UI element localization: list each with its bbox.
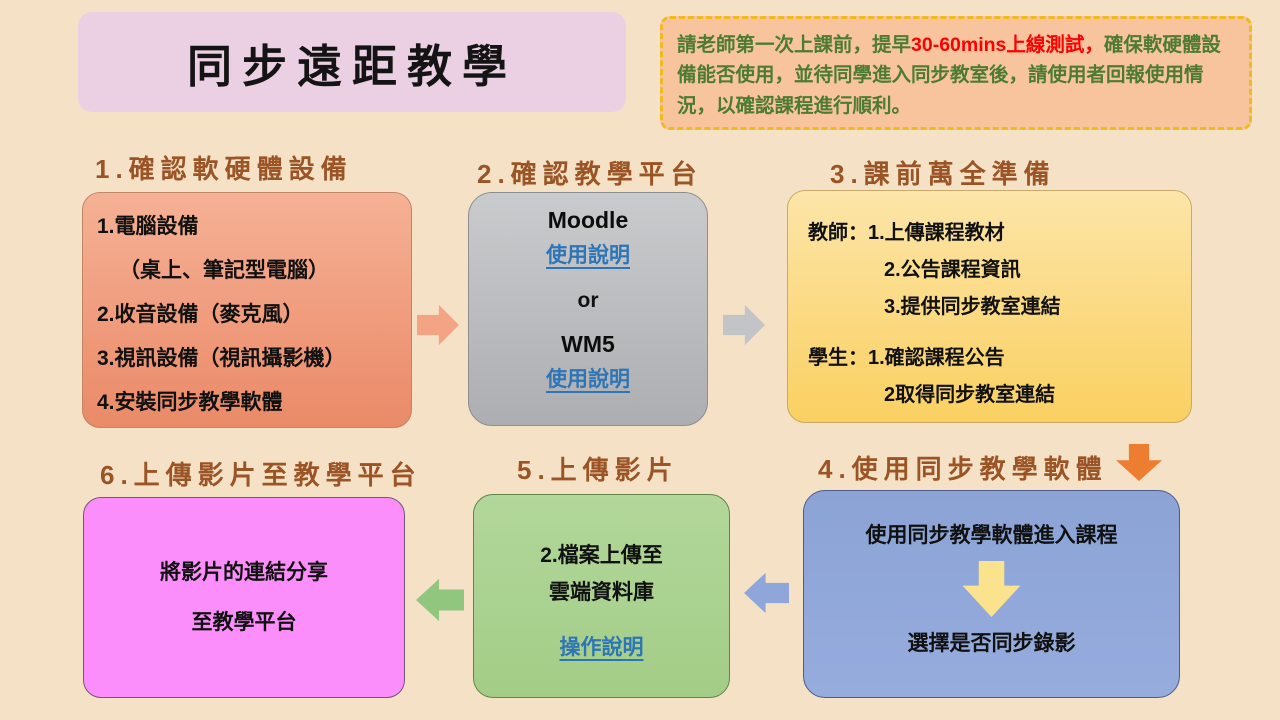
step1-line: 2.收音設備（麥克風）: [97, 303, 304, 326]
platform-wm5-label: WM5: [561, 331, 615, 357]
wm5-instructions-link[interactable]: 使用說明: [546, 368, 630, 391]
step2-heading: 2.確認教學平台: [477, 159, 703, 189]
step3-student-line: 2取得同步教室連結: [884, 384, 1056, 406]
step6-line2: 至教學平台: [191, 611, 297, 634]
step3-teacher-line: 2.公告課程資訊: [884, 259, 1021, 281]
step1-line: 3.視訊設備（視訊攝影機）: [97, 347, 346, 370]
step5-line1: 2.檔案上傳至: [540, 544, 663, 567]
step6-heading: 6.上傳影片至教學平台: [100, 460, 422, 490]
step4-box: 使用同步教學軟體進入課程 選擇是否同步錄影: [803, 490, 1180, 698]
step4-line1: 使用同步教學軟體進入課程: [865, 524, 1118, 547]
page-title: 同步遠距教學: [186, 40, 517, 92]
down-arrow-icon: [962, 561, 1021, 617]
step3-teacher-line: 3.提供同步教室連結: [884, 296, 1061, 318]
step5-heading: 5.上傳影片: [517, 455, 679, 485]
step5-line2: 雲端資料庫: [549, 581, 654, 604]
notice-text-part1: 請老師第一次上課前，提早: [677, 34, 912, 56]
step4-line2: 選擇是否同步錄影: [907, 632, 1076, 655]
step4-heading: 4.使用同步教學軟體: [818, 454, 1108, 484]
platform-moodle-label: Moodle: [547, 207, 629, 233]
notice-text-highlight: 30-60mins上線測試，: [911, 34, 1104, 56]
flow-arrow-step3-to-step4-icon: [1116, 444, 1162, 481]
notice-text-part2: 確保軟硬體設備能否使用，並待同學進入同步教室後，請使用者回報使用情況，以確認課程…: [677, 34, 1221, 117]
step3-teacher-line: 教師：1.上傳課程教材: [808, 222, 1005, 244]
step5-box: 2.檔案上傳至 雲端資料庫 操作說明: [473, 494, 730, 698]
step3-student-line: 學生：1.確認課程公告: [808, 347, 1005, 369]
step6-box: 將影片的連結分享 至教學平台: [83, 497, 405, 698]
moodle-instructions-link[interactable]: 使用說明: [546, 244, 630, 267]
flow-arrow-step2-to-step3-icon: [723, 304, 765, 346]
flow-arrow-step5-to-step6-icon: [416, 578, 464, 622]
step6-line1: 將影片的連結分享: [160, 561, 328, 584]
step3-box: 教師：1.上傳課程教材 2.公告課程資訊 3.提供同步教室連結 學生：1.確認課…: [787, 190, 1192, 423]
operation-instructions-link[interactable]: 操作說明: [559, 636, 644, 659]
step1-box: 1.電腦設備 （桌上、筆記型電腦） 2.收音設備（麥克風） 3.視訊設備（視訊攝…: [82, 192, 412, 428]
step3-heading: 3.課前萬全準備: [830, 159, 1056, 189]
step1-line: 1.電腦設備: [97, 215, 199, 238]
step2-box: Moodle 使用說明 or WM5 使用說明: [468, 192, 708, 426]
notice-box: 請老師第一次上課前，提早30-60mins上線測試，確保軟硬體設備能否使用，並待…: [660, 16, 1252, 130]
flow-arrow-step4-to-step5-icon: [744, 572, 789, 614]
step1-line: 4.安裝同步教學軟體: [97, 391, 283, 414]
step1-heading: 1.確認軟硬體設備: [95, 154, 353, 184]
flow-arrow-step1-to-step2-icon: [417, 304, 459, 346]
step1-line: （桌上、筆記型電腦）: [119, 259, 329, 282]
or-label: or: [577, 289, 599, 312]
title-box: 同步遠距教學: [78, 12, 626, 112]
